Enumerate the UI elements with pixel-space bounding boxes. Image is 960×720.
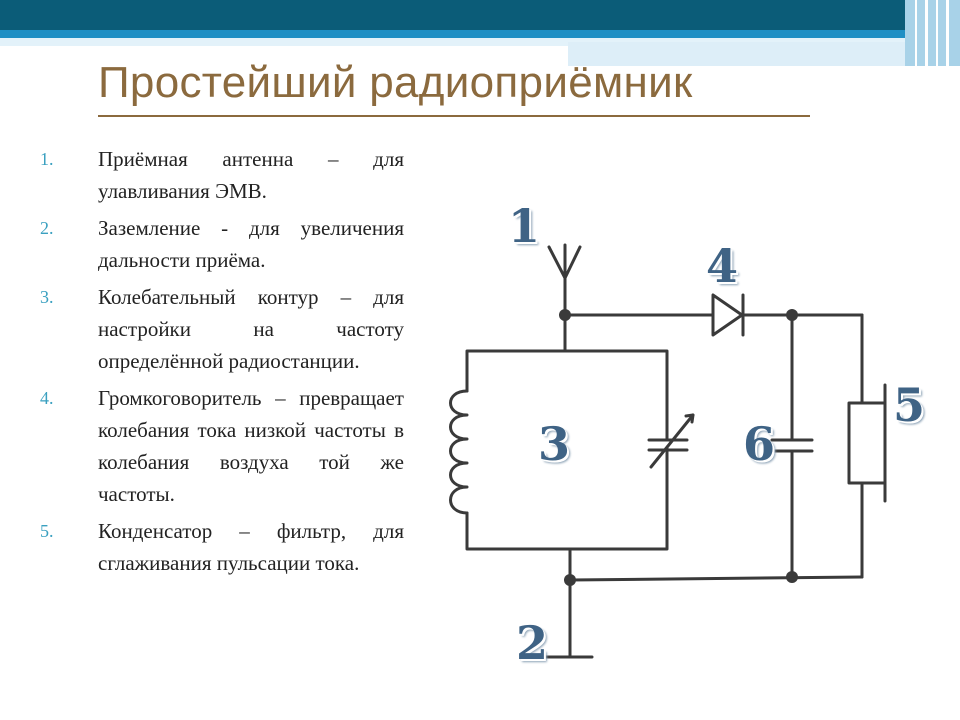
variable-capacitor-symbol <box>647 413 695 469</box>
title-underline <box>98 115 810 117</box>
label-diode: 4 <box>706 239 739 293</box>
radio-circuit-diagram <box>449 243 887 659</box>
list-item-text: Приёмная антенна – для улавливания ЭМВ. <box>98 147 404 203</box>
list-item-number: 2. <box>40 218 54 238</box>
list-item: 4. Громкоговоритель – превращает колебан… <box>40 382 404 510</box>
page-title: Простейший радиоприёмник <box>98 58 693 107</box>
component-list: 1. Приёмная антенна – для улавливания ЭМ… <box>40 143 404 584</box>
header-decoration <box>0 0 960 66</box>
label-capacitor: 6 <box>743 417 776 471</box>
bottom-wire <box>568 575 864 582</box>
list-item-number: 3. <box>40 287 54 307</box>
label-speaker: 5 <box>893 378 926 432</box>
list-item: 2. Заземление - для увеличения дальности… <box>40 212 404 276</box>
list-item-number: 5. <box>40 521 54 541</box>
label-lc-circuit: 3 <box>538 417 571 471</box>
list-item-number: 1. <box>40 149 54 169</box>
list-item-number: 4. <box>40 388 54 408</box>
ground-symbol <box>544 578 594 659</box>
junction-dots <box>559 309 798 586</box>
list-item-text: Громкоговоритель – превращает колебания … <box>98 386 404 506</box>
list-item-text: Заземление - для увеличения дальности пр… <box>98 216 404 272</box>
filter-capacitor-symbol <box>770 313 814 579</box>
label-antenna: 1 <box>508 199 541 253</box>
list-item: 1. Приёмная антенна – для улавливания ЭМ… <box>40 143 404 207</box>
list-item-text: Конденсатор – фильтр, для сглаживания пу… <box>98 519 404 575</box>
list-item-text: Колебательный контур – для настройки на … <box>98 285 404 373</box>
diode-symbol <box>711 293 745 337</box>
antenna-symbol <box>547 243 582 317</box>
speaker-symbol <box>847 383 887 503</box>
list-item: 5. Конденсатор – фильтр, для сглаживания… <box>40 515 404 579</box>
label-ground: 2 <box>516 616 549 670</box>
list-item: 3. Колебательный контур – для настройки … <box>40 281 404 377</box>
